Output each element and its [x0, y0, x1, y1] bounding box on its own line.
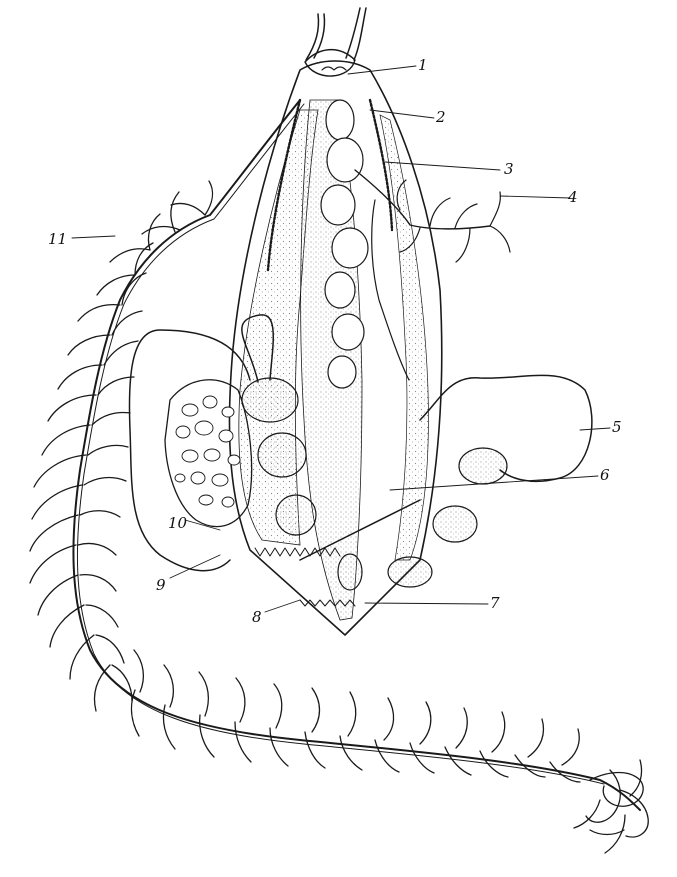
label-5: 5 — [612, 418, 622, 436]
head-region — [305, 8, 366, 76]
label-6: 6 — [600, 466, 610, 484]
label-8: 8 — [252, 608, 262, 626]
label-7: 7 — [490, 594, 500, 612]
label-11: 11 — [48, 230, 67, 248]
label-4: 4 — [567, 188, 578, 206]
label-1: 1 — [418, 56, 428, 74]
label-2: 2 — [435, 108, 446, 126]
label-3: 3 — [504, 160, 514, 178]
spongy-tissue — [165, 380, 252, 527]
tentacle-small — [355, 170, 510, 380]
label-9: 9 — [156, 576, 166, 594]
label-10: 10 — [168, 514, 188, 532]
